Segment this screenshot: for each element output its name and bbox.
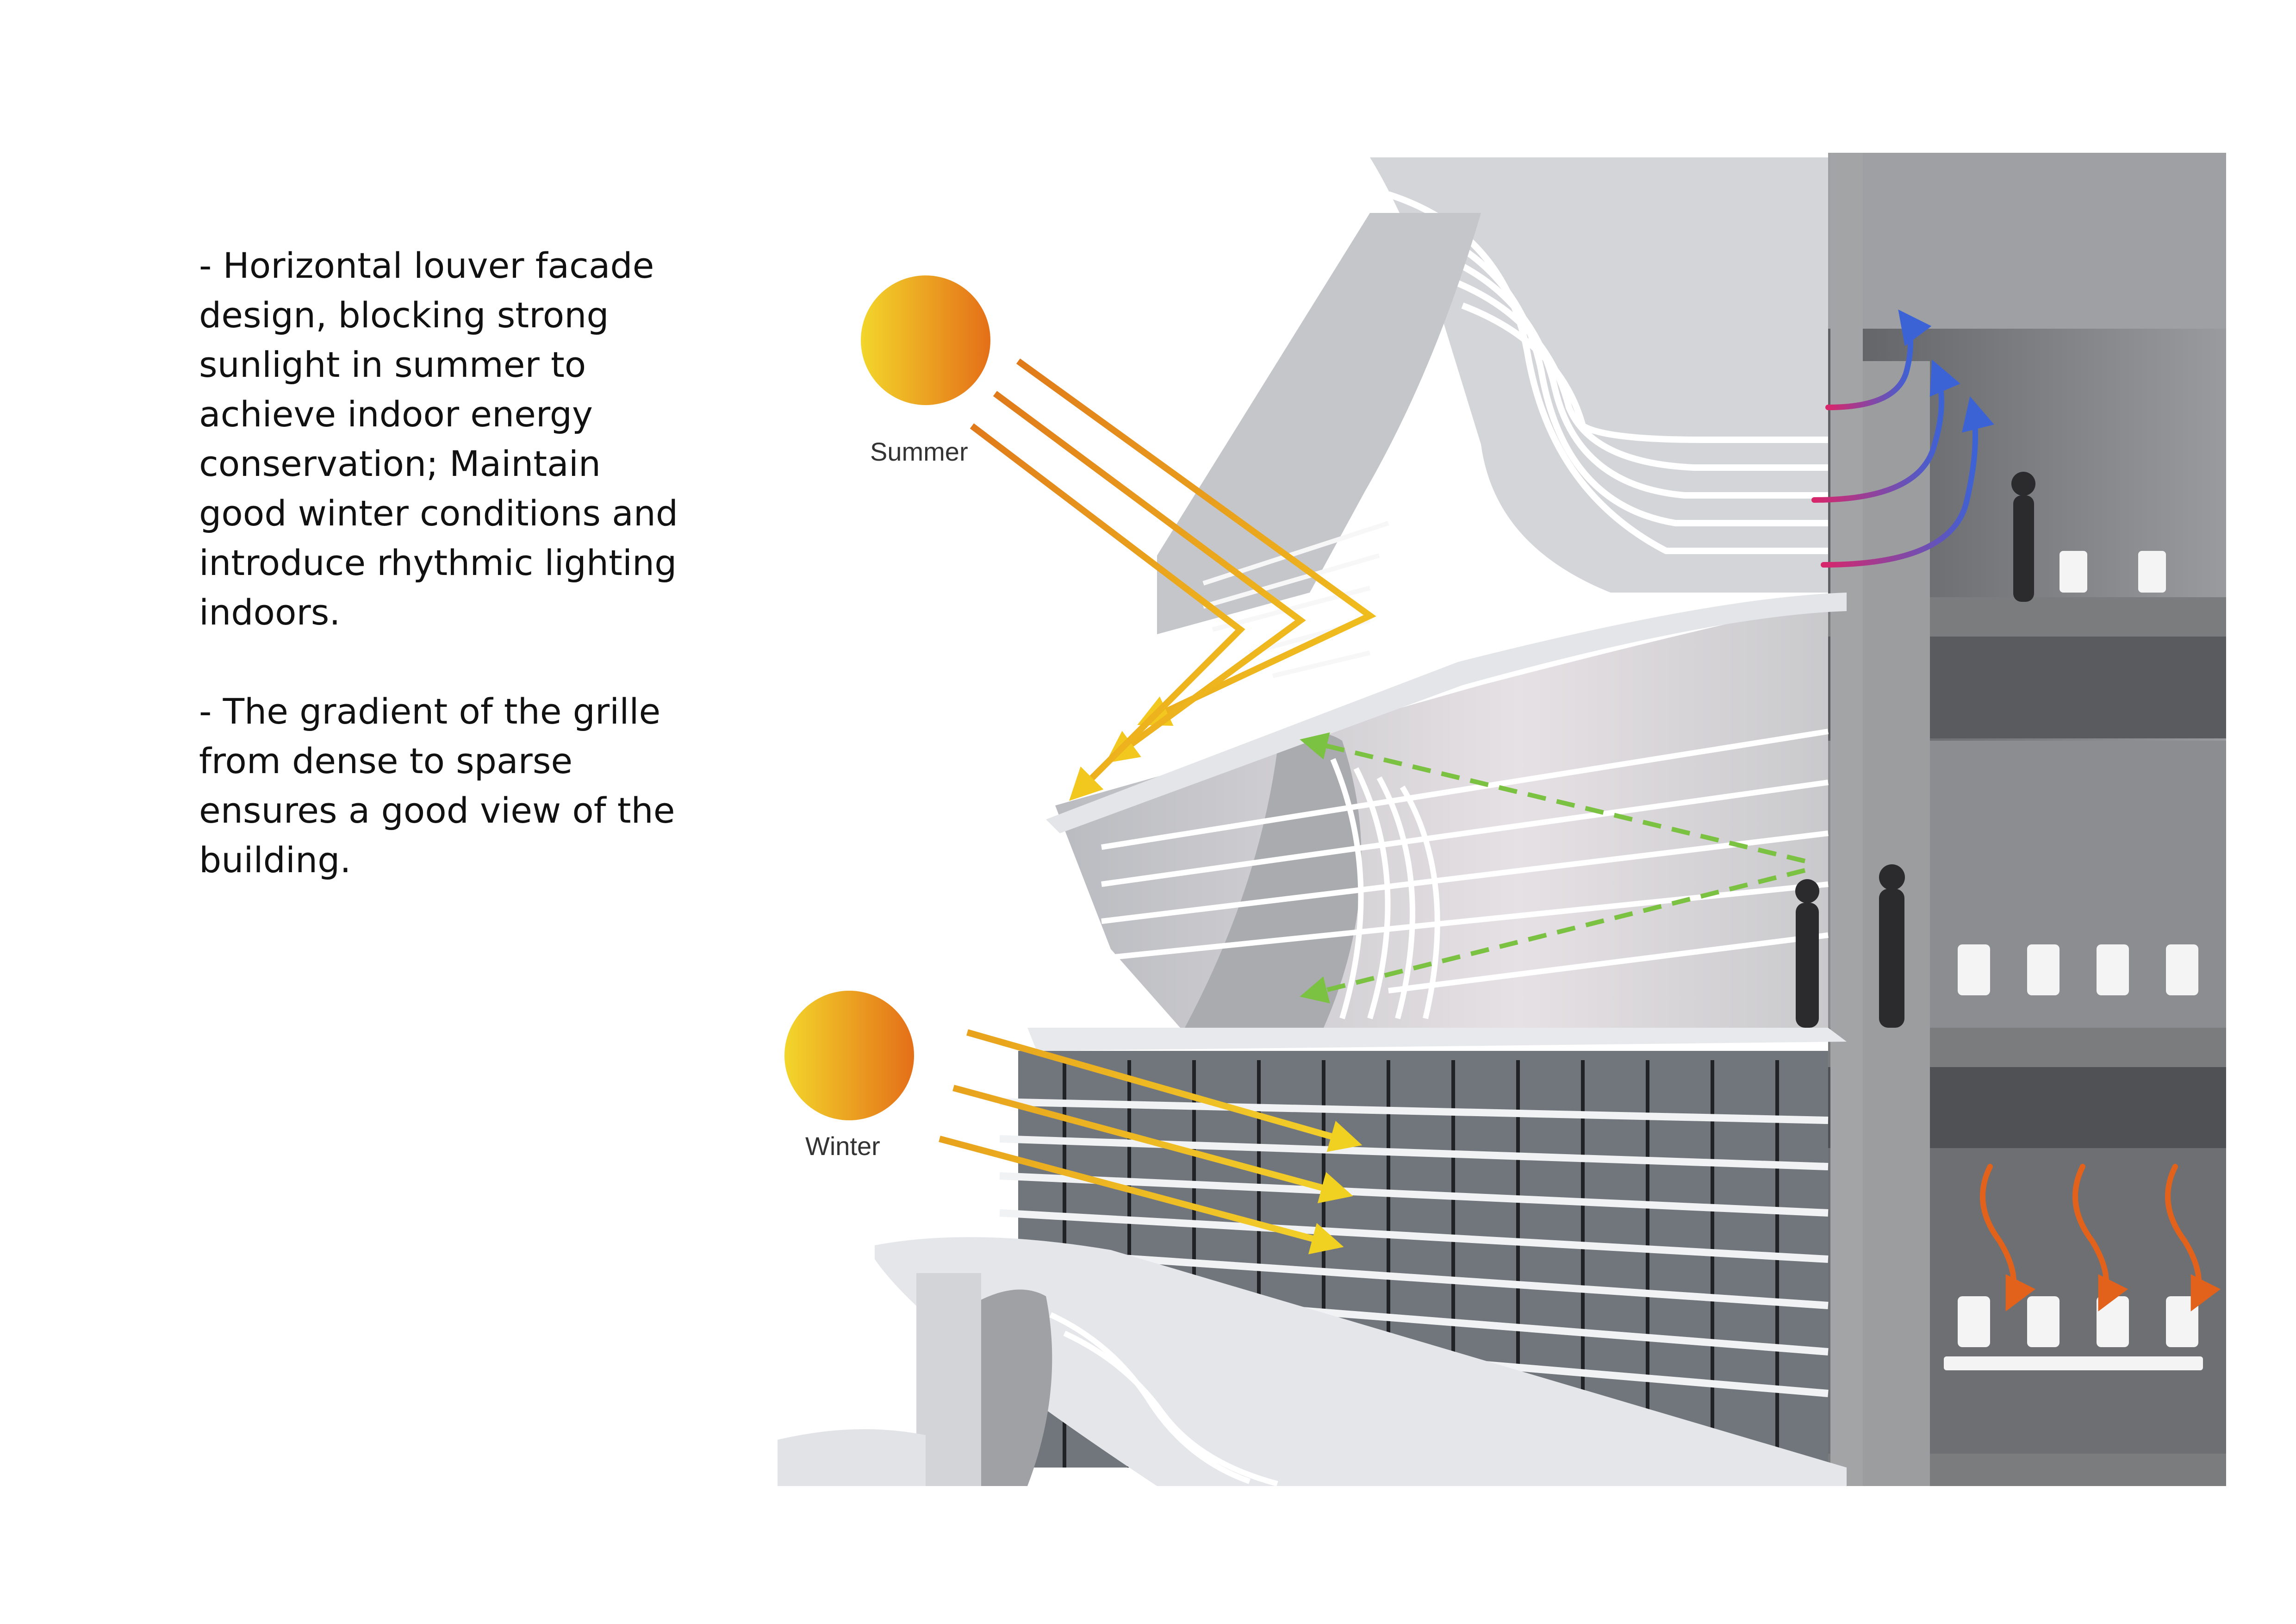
winter-label: Winter	[805, 1131, 880, 1161]
summer-label: Summer	[870, 437, 968, 466]
people	[1795, 472, 2035, 1028]
office-furniture	[1944, 551, 2203, 1370]
terrace-slab	[875, 1237, 1847, 1486]
description-text: - Horizontal louver facade design, block…	[199, 241, 685, 885]
winter-group: Winter	[784, 991, 1363, 1255]
middle-floor-glazing	[1055, 602, 1828, 1028]
note-louver-facade: - Horizontal louver facade design, block…	[199, 245, 678, 633]
curved-fin	[1185, 733, 1362, 1028]
winter-rays	[939, 1029, 1363, 1255]
view-lines	[1300, 732, 1806, 1004]
summer-rays	[970, 358, 1376, 801]
note-grille-gradient: - The gradient of the grille from dense …	[199, 691, 675, 881]
building-section	[778, 153, 2226, 1487]
sun-icon	[861, 275, 990, 405]
air-flow-arrows	[1811, 309, 2221, 1312]
sun-icon	[784, 991, 914, 1120]
summer-group: Summer	[861, 275, 1376, 801]
